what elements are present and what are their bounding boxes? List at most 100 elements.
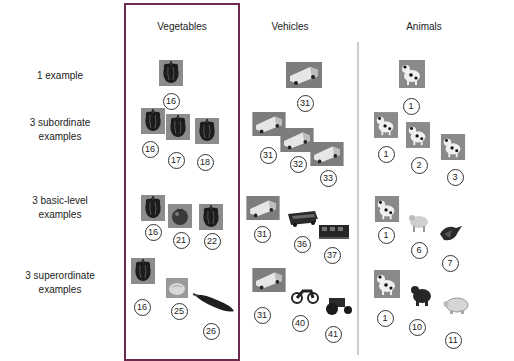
item-number: 1 <box>408 101 413 111</box>
item-number: 7 <box>447 258 452 268</box>
item-number: 18 <box>200 157 210 167</box>
row-label: 3 basic-level examples <box>10 194 110 222</box>
item-number: 25 <box>174 306 184 316</box>
photo-thumbnail <box>399 60 425 88</box>
number-circle: 26 <box>203 323 220 340</box>
photo-thumbnail <box>252 268 285 292</box>
number-circle: 16 <box>145 224 162 241</box>
photo-thumbnail <box>166 114 190 140</box>
item-number: 37 <box>327 250 337 260</box>
item-number: 36 <box>297 239 307 249</box>
item-number: 1 <box>383 230 388 240</box>
item-number: 33 <box>323 173 333 183</box>
number-circle: 31 <box>254 307 271 324</box>
column-header: Animals <box>384 20 464 34</box>
photo-thumbnail <box>141 108 165 134</box>
column-header: Vegetables <box>126 20 238 34</box>
photo-thumbnail <box>406 122 430 148</box>
photo-thumbnail <box>323 292 355 316</box>
photo-thumbnail <box>310 142 343 166</box>
photo-thumbnail <box>289 283 321 305</box>
photo-thumbnail <box>192 290 236 314</box>
number-circle: 25 <box>171 303 188 320</box>
item-number: 26 <box>206 326 216 336</box>
photo-thumbnail <box>374 270 400 298</box>
row-label: 3 superordinate examples <box>10 269 110 297</box>
number-circle: 31 <box>297 95 314 112</box>
photo-thumbnail <box>441 134 465 160</box>
number-circle: 1 <box>378 227 395 244</box>
photo-thumbnail <box>280 128 313 152</box>
item-number: 3 <box>452 172 457 182</box>
number-circle: 17 <box>168 152 185 169</box>
row-label: 1 example <box>10 69 110 83</box>
item-number: 10 <box>412 322 422 332</box>
number-circle: 31 <box>260 147 277 164</box>
item-number: 40 <box>295 318 305 328</box>
number-circle: 3 <box>447 169 464 186</box>
item-number: 41 <box>328 329 338 339</box>
vegetable-photos <box>131 60 236 314</box>
number-circle: 31 <box>254 226 271 243</box>
number-circle: 40 <box>292 315 309 332</box>
row-label: 3 subordinate examples <box>10 116 110 144</box>
item-number: 16 <box>166 96 176 106</box>
item-number: 16 <box>148 227 158 237</box>
number-circle: 41 <box>325 326 342 343</box>
item-number: 22 <box>207 236 217 246</box>
photo-thumbnail <box>316 219 352 243</box>
number-circle: 37 <box>324 247 341 264</box>
photo-thumbnail <box>195 118 219 144</box>
number-circle: 22 <box>204 233 221 250</box>
number-circle: 16 <box>142 141 159 158</box>
item-number: 31 <box>257 310 267 320</box>
photo-thumbnail <box>286 62 322 88</box>
photo-thumbnail <box>375 196 399 222</box>
photo-thumbnail <box>406 208 432 236</box>
item-number: 11 <box>448 335 457 345</box>
item-number: 31 <box>263 150 273 160</box>
photo-thumbnail <box>159 60 183 86</box>
number-circle: 2 <box>411 157 428 174</box>
number-circle: 36 <box>294 236 311 253</box>
photo-thumbnail <box>199 204 223 230</box>
number-circle: 32 <box>290 156 307 173</box>
item-number: 21 <box>176 235 186 245</box>
photo-thumbnail <box>246 196 279 220</box>
item-number: 1 <box>382 313 387 323</box>
vehicle-photos <box>246 62 355 316</box>
number-circle: 1 <box>378 146 395 163</box>
photo-thumbnail <box>442 292 472 318</box>
number-circle: 21 <box>173 232 190 249</box>
column-divider <box>358 42 359 355</box>
number-circle: 7 <box>442 255 459 272</box>
number-circle: 11 <box>445 332 462 349</box>
item-number: 16 <box>137 302 147 312</box>
item-number: 2 <box>416 160 421 170</box>
number-circle: 1 <box>377 310 394 327</box>
item-number: 6 <box>416 245 421 255</box>
item-number: 17 <box>171 155 181 165</box>
item-number: 32 <box>293 159 303 169</box>
photo-thumbnail <box>141 195 165 221</box>
item-number: 31 <box>300 98 310 108</box>
item-number: 31 <box>257 229 267 239</box>
animal-photos <box>374 60 472 318</box>
number-circle: 16 <box>134 299 151 316</box>
photo-thumbnail <box>374 112 398 138</box>
photo-thumbnail <box>168 204 192 228</box>
column-header: Vehicles <box>250 20 330 34</box>
photo-thumbnail <box>409 281 435 309</box>
number-circle: 18 <box>197 154 214 171</box>
photo-thumbnail <box>131 258 155 284</box>
number-circle: 10 <box>409 319 426 336</box>
photo-thumbnail <box>285 206 321 230</box>
photo-thumbnail <box>436 220 464 248</box>
item-number: 1 <box>383 149 388 159</box>
number-circle: 6 <box>411 242 428 259</box>
photo-thumbnail <box>166 278 188 298</box>
number-circle: 33 <box>320 170 337 187</box>
item-number: 16 <box>145 144 155 154</box>
